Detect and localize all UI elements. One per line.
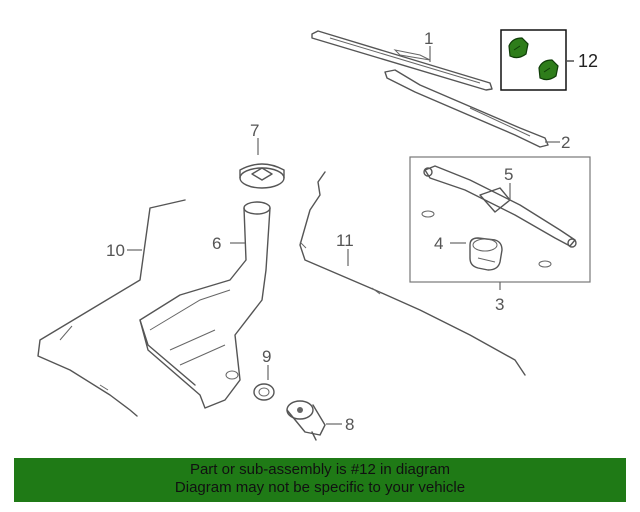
callout-4: 4 (434, 234, 443, 253)
callout-10: 10 (106, 241, 125, 260)
callout-11: 11 (336, 231, 354, 250)
info-banner: Part or sub-assembly is #12 in diagram D… (14, 458, 626, 502)
banner-line-1: Part or sub-assembly is #12 in diagram (189, 461, 451, 478)
wiper-linkage-part-5[interactable] (421, 165, 577, 268)
washer-reservoir-part-6[interactable] (139, 201, 271, 409)
callout-5: 5 (504, 165, 513, 184)
callout-6: 6 (212, 234, 221, 253)
parts-diagram: 1 2 12 3 5 4 7 (37, 29, 598, 441)
callout-2: 2 (561, 133, 570, 152)
wiper-blade-part-1[interactable] (311, 30, 493, 91)
washer-pump-part-8[interactable] (286, 400, 326, 441)
reservoir-cap-part-7[interactable] (239, 163, 285, 189)
callout-12: 12 (578, 51, 598, 71)
grommet-part-9[interactable] (253, 383, 275, 401)
callout-3: 3 (495, 295, 504, 314)
callout-1: 1 (424, 29, 433, 48)
wiper-motor-part-4[interactable] (469, 237, 503, 271)
callout-8: 8 (345, 415, 354, 434)
callout-7: 7 (250, 121, 259, 140)
washer-nozzle-part-12[interactable] (500, 29, 567, 91)
banner-line-2: Diagram may not be specific to your vehi… (174, 479, 466, 496)
washer-hose-part-10[interactable] (37, 199, 186, 417)
washer-hose-part-11[interactable] (299, 171, 526, 376)
wiper-arm-part-2[interactable] (384, 69, 549, 148)
callout-9: 9 (262, 347, 271, 366)
